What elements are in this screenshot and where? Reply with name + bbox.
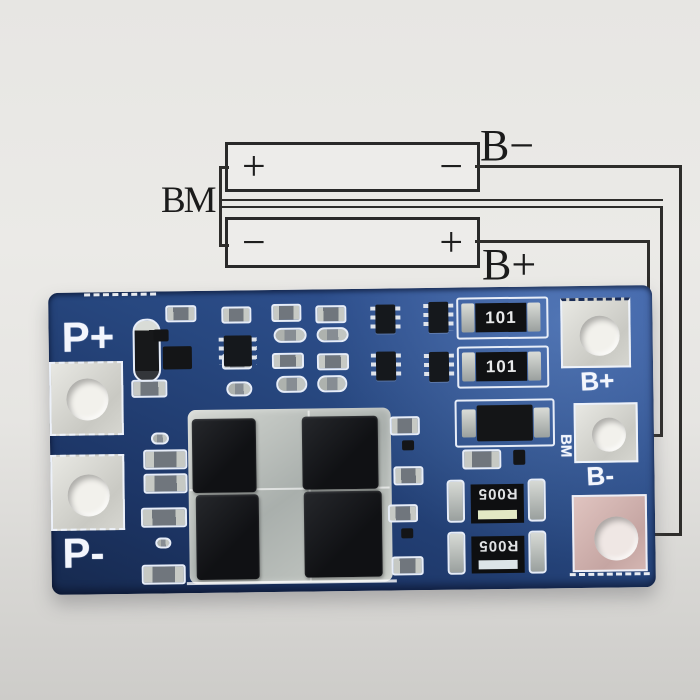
battery-cell-bottom: − + bbox=[225, 217, 480, 268]
resistor-101: 101 bbox=[475, 351, 528, 382]
resistor-terminal bbox=[527, 351, 542, 381]
chip-resistor bbox=[393, 466, 424, 486]
wire-label-b-minus: B− bbox=[480, 121, 535, 170]
chip-capacitor bbox=[155, 537, 172, 549]
transistor bbox=[402, 440, 415, 451]
silkscreen-label-b-plus: B+ bbox=[579, 364, 615, 397]
transistor bbox=[153, 329, 169, 342]
ic-chip bbox=[370, 304, 401, 334]
chip-resistor bbox=[165, 305, 197, 323]
pad-hole bbox=[594, 516, 639, 561]
terminal-minus: − bbox=[439, 144, 463, 190]
pad-hole bbox=[67, 474, 110, 517]
resistor-terminal bbox=[461, 352, 476, 382]
chip-resistor bbox=[271, 352, 305, 370]
chip-capacitor bbox=[150, 432, 170, 445]
chip-resistor bbox=[140, 507, 188, 528]
solder-pad-b-minus bbox=[571, 494, 648, 573]
chip-resistor bbox=[221, 306, 252, 324]
bm-bracket-stub-bottom bbox=[219, 244, 229, 247]
shunt-resistor-r005: R005 bbox=[470, 483, 525, 524]
silkscreen-edge-dashes bbox=[84, 292, 157, 297]
mosfet bbox=[301, 415, 379, 490]
pcb-board: P+ P- B+ BM B- bbox=[48, 285, 656, 595]
shunt-terminal bbox=[528, 530, 547, 574]
resistor-terminal bbox=[527, 302, 541, 332]
wire-b-minus-horizontal bbox=[475, 165, 682, 168]
terminal-plus: + bbox=[242, 144, 266, 190]
chip-resistor bbox=[389, 416, 420, 436]
ic-chip bbox=[423, 351, 455, 382]
mosfet bbox=[303, 490, 383, 578]
ic-chip bbox=[218, 335, 258, 367]
silkscreen-label-p-minus: P- bbox=[62, 529, 105, 577]
wire-label-bm: BM bbox=[161, 180, 217, 221]
chip-resistor bbox=[387, 504, 419, 523]
diode-terminal bbox=[461, 409, 476, 438]
transistor bbox=[162, 346, 193, 370]
wire-b-minus-vertical bbox=[679, 165, 682, 536]
shunt-terminal bbox=[446, 479, 466, 523]
transistor bbox=[401, 528, 414, 539]
pad-hole bbox=[579, 315, 620, 357]
resistor-101: 101 bbox=[475, 302, 527, 333]
chip-capacitor bbox=[273, 327, 307, 344]
chip-resistor bbox=[141, 564, 186, 585]
wire-bm-bus bbox=[221, 199, 663, 208]
shunt-resistor-r005: R005 bbox=[471, 535, 525, 574]
pad-hole bbox=[66, 378, 109, 421]
terminal-minus: − bbox=[242, 219, 266, 266]
solder-pad-bm bbox=[573, 402, 639, 464]
chip-capacitor bbox=[317, 375, 348, 393]
capacitor bbox=[132, 318, 162, 383]
battery-cell-top: + − bbox=[225, 142, 480, 192]
terminal-plus: + bbox=[439, 219, 463, 266]
silkscreen-label-b-minus: B- bbox=[585, 460, 615, 492]
silkscreen-label-bm: BM bbox=[557, 433, 575, 458]
transistor bbox=[513, 449, 526, 465]
chip-capacitor bbox=[276, 375, 308, 393]
diode-terminal bbox=[533, 407, 550, 438]
chip-resistor bbox=[271, 303, 302, 323]
chip-capacitor bbox=[226, 381, 253, 397]
solder-pad-p-plus bbox=[48, 360, 124, 436]
diode bbox=[476, 404, 534, 442]
chip-resistor bbox=[131, 379, 168, 398]
shunt-terminal bbox=[447, 531, 466, 575]
ic-chip bbox=[370, 351, 402, 381]
chip-resistor bbox=[315, 305, 347, 324]
wire-bm-vertical bbox=[660, 206, 663, 437]
bm-bracket-stub-top bbox=[219, 166, 229, 169]
solder-pad-b-plus bbox=[560, 297, 632, 369]
chip-resistor bbox=[391, 556, 424, 576]
chip-resistor bbox=[316, 353, 350, 371]
solder-pad-p-minus bbox=[50, 453, 126, 531]
mosfet bbox=[191, 418, 257, 494]
resistor-terminal bbox=[461, 303, 475, 333]
wire-b-plus-horizontal bbox=[475, 240, 650, 243]
silkscreen-edge-dashes bbox=[569, 572, 650, 577]
pad-hole bbox=[591, 417, 627, 452]
silkscreen-label-p-plus: P+ bbox=[61, 313, 115, 361]
shunt-terminal bbox=[527, 478, 547, 522]
chip-resistor bbox=[143, 473, 188, 494]
chip-capacitor bbox=[316, 327, 349, 343]
bm-bracket-vertical bbox=[219, 166, 222, 247]
mosfet bbox=[195, 494, 260, 581]
wire-label-b-plus: B+ bbox=[482, 240, 537, 289]
ic-chip bbox=[423, 301, 454, 333]
chip-resistor bbox=[462, 449, 502, 470]
chip-resistor bbox=[143, 449, 188, 470]
